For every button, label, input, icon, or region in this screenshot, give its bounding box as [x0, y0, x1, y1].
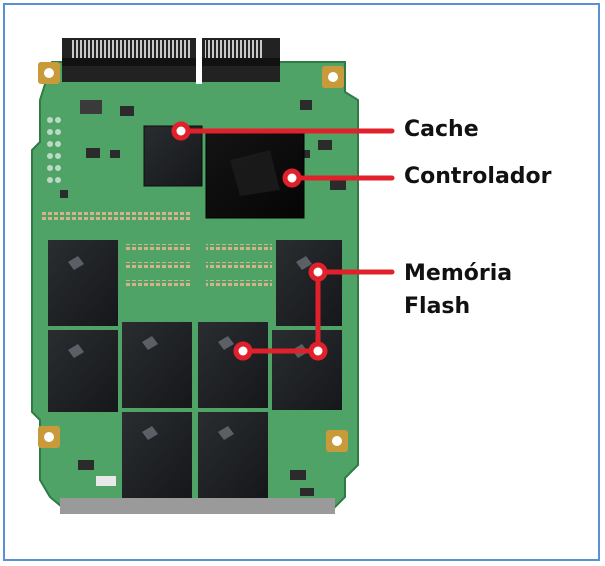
- flash-chip: [276, 240, 342, 326]
- flash-chip: [48, 330, 118, 412]
- passive-strips: [124, 244, 272, 286]
- flash-chip: [48, 240, 118, 326]
- memoria-flash-label: Memória Flash: [404, 257, 512, 323]
- flash-chip: [198, 412, 268, 498]
- callout-dots: [171, 121, 328, 361]
- memoria-callout-line: [240, 269, 395, 354]
- via-dots: [47, 117, 61, 183]
- casing-edge: [60, 498, 335, 514]
- flash-chip: [198, 322, 268, 408]
- flash-chip: [272, 330, 342, 410]
- mounting-pads: [38, 62, 348, 452]
- resistor-row: [42, 212, 192, 220]
- smd-components: [60, 100, 346, 198]
- flash-chip: [122, 322, 192, 408]
- flash-chip: [122, 412, 192, 498]
- controlador-callout-dot: [282, 168, 302, 188]
- memoria-callout-dot: [308, 262, 328, 282]
- memoria-callout-dot: [233, 341, 253, 361]
- memoria-callout-dot: [308, 341, 328, 361]
- memoria-label-line2: Flash: [404, 294, 471, 319]
- cache-label: Cache: [404, 117, 479, 142]
- flash-chips: [48, 240, 342, 498]
- sata-connector: [62, 36, 280, 84]
- callout-lines: [178, 128, 395, 354]
- controlador-label: Controlador: [404, 164, 552, 189]
- memoria-label-line1: Memória: [404, 261, 513, 286]
- bottom-components: [78, 460, 314, 496]
- cache-callout-dot: [171, 121, 191, 141]
